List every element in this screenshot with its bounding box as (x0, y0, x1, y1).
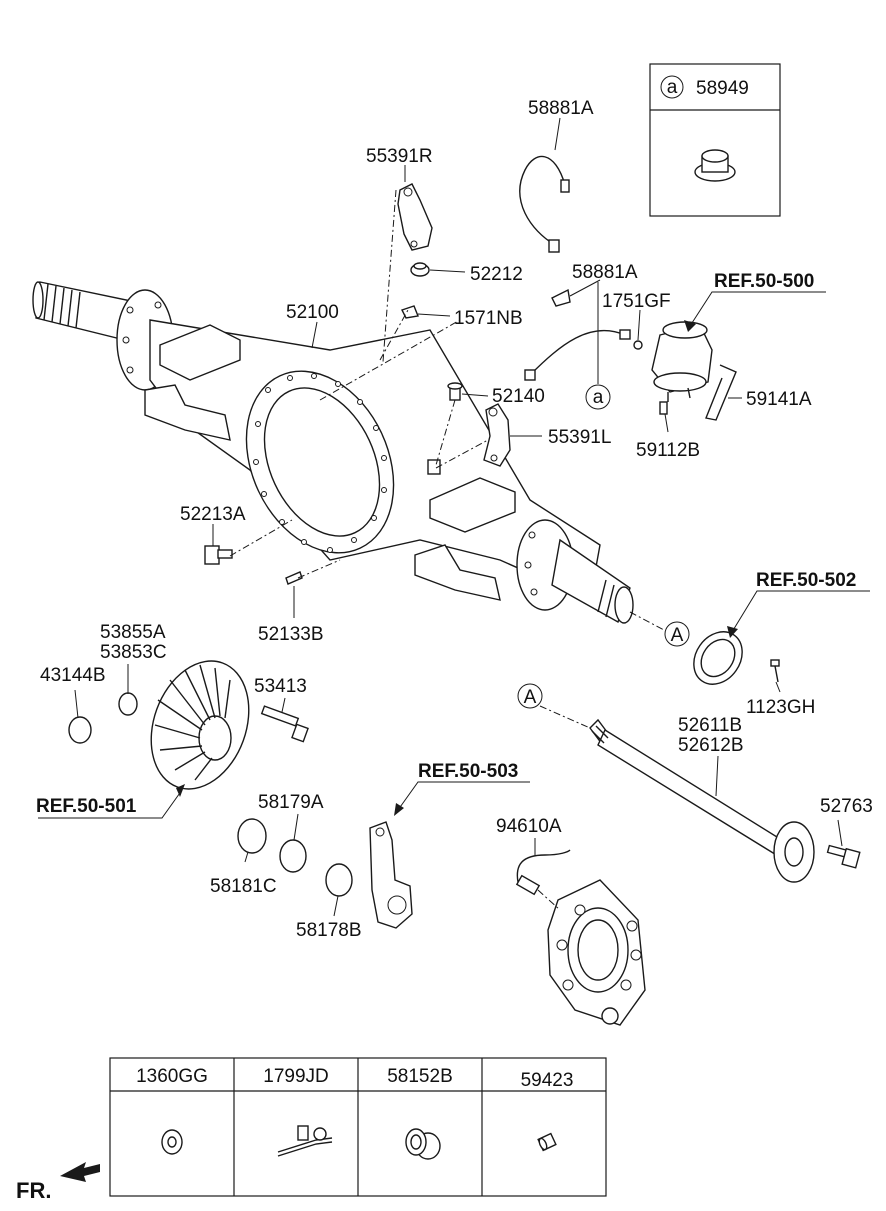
label-52100: 52100 (286, 302, 339, 323)
bracket-55391R (397, 183, 433, 251)
washer-icon (161, 1129, 183, 1155)
label-52763: 52763 (820, 796, 873, 817)
screw-1123GH (770, 659, 780, 683)
label-52611B: 52611B (678, 715, 742, 736)
bracket-55391L (483, 403, 511, 467)
callout-A-axle: A (671, 625, 684, 646)
seal-ring (693, 631, 743, 685)
label-52133B: 52133B (258, 624, 324, 645)
part-labels: 58881A 55391R 52212 58881A 52100 1571NB … (40, 98, 873, 941)
brake-chamber (651, 321, 713, 402)
washer-43144B (68, 716, 92, 744)
label-55391R: 55391R (366, 146, 433, 167)
table-header-59423: 59423 (521, 1070, 574, 1091)
label-58881A-mid: 58881A (572, 262, 638, 283)
callout-a-lower: a (593, 387, 604, 408)
bolt-53413 (260, 705, 309, 743)
ref-50-501[interactable]: REF.50-501 (36, 796, 137, 817)
pin-icon (537, 1132, 557, 1152)
breather-52140 (447, 382, 463, 401)
callout-circle-A-axle (664, 621, 690, 647)
label-55391L: 55391L (548, 427, 611, 448)
bolt-52213A (204, 545, 233, 565)
ring-58181C (237, 818, 267, 854)
arrow-icon (60, 1162, 100, 1182)
label-53853C: 53853C (100, 642, 167, 663)
assembly-lines (229, 189, 665, 911)
ring-58179A (279, 839, 307, 873)
ring-58178B (325, 863, 353, 897)
label-53413: 53413 (254, 676, 307, 697)
callout-circle-A-shaft (517, 683, 543, 709)
parts-table: 1360GG 1799JD 58152B 59423 (109, 1057, 607, 1197)
brake-hose-58881A-top (519, 155, 570, 253)
table-header-1799JD: 1799JD (263, 1066, 329, 1087)
label-58881A-top: 58881A (528, 98, 594, 119)
label-58949: 58949 (696, 78, 749, 99)
plug-52212 (410, 262, 430, 277)
callout-a-inset: a (667, 77, 678, 98)
callout-A-shaft: A (524, 687, 537, 708)
table-header-58152B: 58152B (387, 1066, 453, 1087)
label-59112B: 59112B (636, 440, 700, 461)
brake-hose-58881A-mid (524, 288, 631, 381)
front-label: FR. (16, 1178, 51, 1203)
clip-1751GF (633, 340, 643, 350)
ref-50-503[interactable]: REF.50-503 (418, 761, 518, 782)
grommet-icon (694, 149, 736, 182)
slack-adjuster (369, 821, 413, 929)
nut-icon (427, 459, 441, 475)
label-52612B: 52612B (678, 735, 744, 756)
label-58178B: 58178B (296, 920, 362, 941)
callout-circle-a-lower (585, 384, 611, 410)
front-direction: FR. (16, 1162, 100, 1203)
leader-lines (38, 117, 870, 917)
ref-labels: REF.50-500 REF.50-502 REF.50-501 REF.50-… (36, 271, 856, 817)
shim-53855A (118, 692, 138, 716)
bushing-icon (405, 1128, 441, 1160)
ref-50-502[interactable]: REF.50-502 (756, 570, 856, 591)
label-1123GH: 1123GH (746, 697, 815, 718)
cable-tie-icon (277, 1125, 333, 1157)
label-94610A: 94610A (496, 816, 562, 837)
label-1571NB: 1571NB (454, 308, 523, 329)
label-52140: 52140 (492, 386, 545, 407)
inset-58949: a 58949 (649, 63, 781, 217)
spring-clip-59141A (705, 364, 737, 421)
axle-shaft (589, 718, 815, 883)
label-52212: 52212 (470, 264, 523, 285)
bolt-52763 (826, 844, 861, 869)
axle-housing-52100 (32, 281, 634, 624)
table-header-1360GG: 1360GG (136, 1066, 208, 1087)
label-1751GF: 1751GF (602, 291, 671, 312)
brake-plate (547, 879, 646, 1026)
callout-circle-a-inset (660, 75, 684, 99)
label-59141A: 59141A (746, 389, 812, 410)
bolt-52133B (285, 571, 303, 585)
ring-gear-assembly (150, 660, 250, 790)
label-58181C: 58181C (210, 876, 277, 897)
label-58179A: 58179A (258, 792, 324, 813)
banjo-bolt-holes (253, 373, 387, 553)
abs-sensor-94610A (515, 849, 571, 896)
label-43144B: 43144B (40, 665, 106, 686)
pin-59112B (659, 401, 668, 415)
label-52213A: 52213A (180, 504, 246, 525)
label-53855A: 53855A (100, 622, 166, 643)
ref-50-500[interactable]: REF.50-500 (714, 271, 814, 292)
